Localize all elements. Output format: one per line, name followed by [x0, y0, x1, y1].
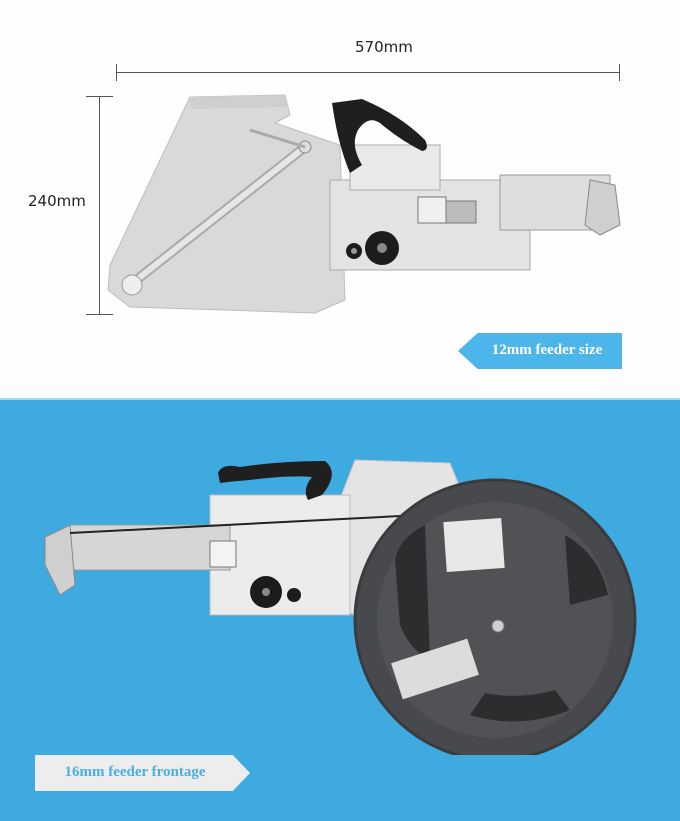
height-dimension-tick-bottom: [86, 314, 113, 315]
width-dimension-line: [116, 72, 620, 73]
height-dimension-line: [99, 96, 100, 315]
width-dimension-label: 570mm: [355, 38, 413, 56]
feeder-16mm-image: [44, 459, 637, 755]
height-dimension-tick-top: [86, 96, 113, 97]
height-dimension-label: 240mm: [28, 192, 86, 210]
width-dimension-tick-left: [116, 64, 117, 81]
width-dimension-tick-right: [619, 64, 620, 81]
banner-label: 16mm feeder frontage: [64, 764, 206, 780]
section-divider: [0, 398, 680, 400]
reel-label-bottom: [391, 638, 479, 700]
feeder-16mm-frontage-banner: 16mm feeder frontage: [35, 755, 250, 791]
banner-label: 12mm feeder size: [491, 342, 603, 358]
banner-arrow-shape-left: [458, 333, 622, 369]
banner-arrow-shape-right: [35, 755, 250, 791]
feeder-12mm-size-banner: 12mm feeder size: [458, 333, 622, 369]
reel-label-top: [443, 518, 505, 572]
feeder-12mm-image: [107, 94, 621, 314]
